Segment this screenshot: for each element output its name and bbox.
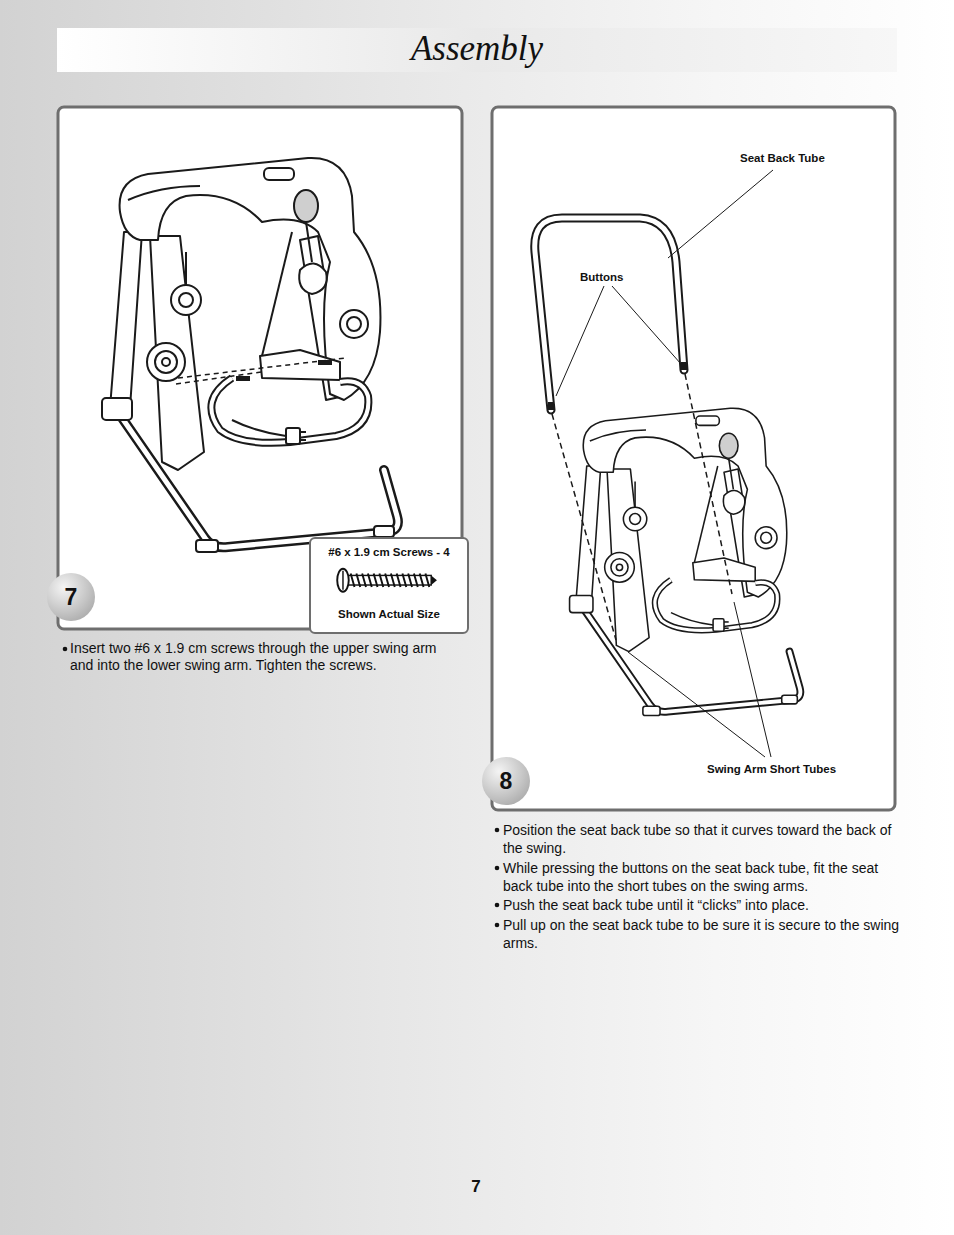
instruction-text: Pull up on the seat back tube to be sure… — [503, 916, 903, 952]
step-number: 8 — [500, 768, 513, 794]
parts-note: Shown Actual Size — [311, 607, 467, 621]
part-label: Buttons — [580, 270, 660, 284]
instruction-text: Push the seat back tube until it “clicks… — [503, 896, 903, 914]
step-number-circle: 8 — [482, 757, 530, 805]
parts-name: #6 x 1.9 cm Screws - 4 — [311, 545, 467, 559]
part-label: Swing Arm Short Tubes — [707, 762, 887, 776]
part-label: Seat Back Tube — [740, 151, 880, 165]
instruction-text: While pressing the buttons on the seat b… — [503, 859, 903, 895]
step-number-circle: 7 — [47, 573, 95, 621]
page-number: 7 — [446, 1176, 506, 1198]
step-number: 7 — [65, 584, 78, 610]
page-title: Assembly — [57, 27, 897, 71]
instruction-text: Insert two #6 x 1.9 cm screws through th… — [70, 640, 462, 674]
parts-box: #6 x 1.9 cm Screws - 4 Shown Actual Size — [309, 537, 469, 634]
instruction-text: Position the seat back tube so that it c… — [503, 821, 903, 857]
